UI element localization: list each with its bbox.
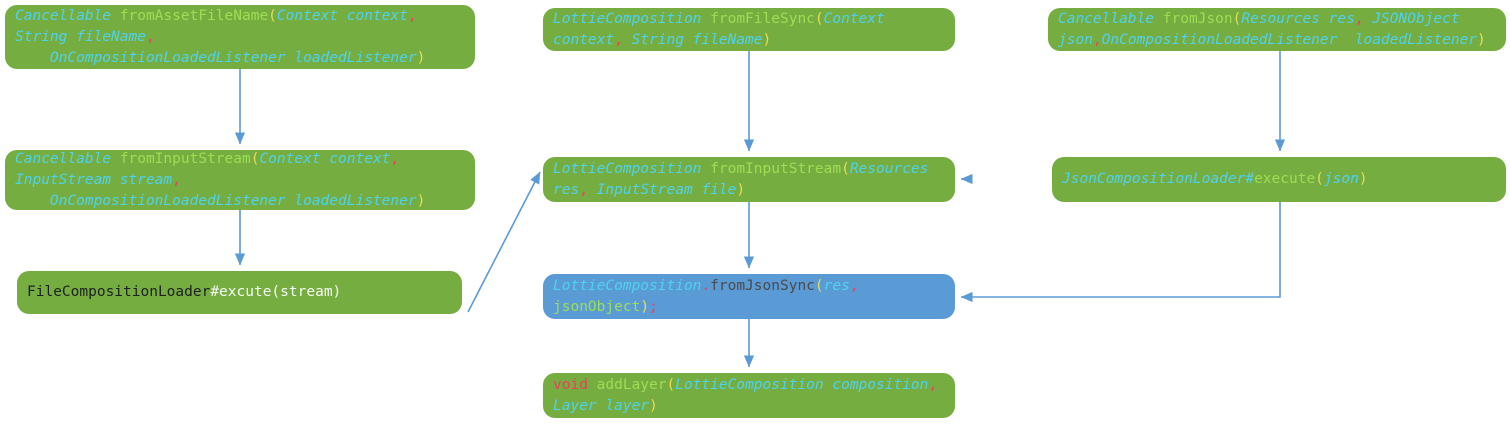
code-token: Cancellable	[1058, 10, 1155, 27]
node-add-layer[interactable]: void addLayer(LottieComposition composit…	[543, 373, 955, 418]
node-from-input-stream-composition-code: LottieComposition fromInputStream(Resour…	[543, 159, 955, 201]
code-token	[588, 377, 597, 393]
code-token	[701, 11, 710, 27]
code-token: )	[736, 181, 746, 198]
node-file-composition-loader-excute-code: FileCompositionLoader#excute(stream)	[17, 282, 462, 303]
code-token: Context context	[276, 7, 408, 24]
code-token: (	[814, 10, 824, 27]
code-token: ,	[407, 7, 417, 24]
code-token: json	[1323, 171, 1359, 187]
code-token	[15, 193, 50, 209]
node-add-layer-code: void addLayer(LottieComposition composit…	[543, 375, 955, 417]
code-token: ,	[145, 28, 155, 45]
code-token: String fileName	[15, 28, 146, 45]
code-token: addLayer	[596, 376, 667, 393]
node-json-composition-loader-execute-code: JsonCompositionLoader#execute(json)	[1052, 169, 1506, 190]
code-token: ,	[172, 171, 181, 188]
code-token: void	[553, 376, 588, 393]
code-token: InputStream file	[587, 181, 737, 198]
code-token: LottieComposition	[553, 277, 702, 294]
node-json-composition-loader-execute[interactable]: JsonCompositionLoader#execute(json)	[1052, 157, 1506, 202]
code-token: ,	[849, 277, 859, 294]
code-token: Resources res	[1241, 10, 1355, 27]
code-token: res	[553, 181, 580, 198]
code-token	[1154, 11, 1163, 27]
code-token: .	[701, 277, 711, 294]
code-token: )	[649, 397, 658, 414]
code-token: )	[1477, 31, 1486, 48]
code-token: ,	[928, 376, 938, 393]
code-token: FileCompositionLoader	[27, 284, 211, 300]
node-from-asset-file-name-code: Cancellable fromAssetFileName(Context co…	[5, 6, 475, 69]
code-token	[701, 161, 710, 177]
edge-fileloader-to-composition-inputstream	[467, 171, 541, 313]
code-token: res	[823, 277, 850, 294]
code-token: fromFileSync	[710, 10, 815, 27]
code-token: jsonObject	[553, 298, 641, 315]
node-from-json-sync-code: LottieComposition.fromJsonSync(res, json…	[543, 276, 955, 318]
code-token: String fileName	[622, 31, 763, 48]
code-token: LottieComposition	[553, 160, 702, 177]
code-token: Context context	[259, 150, 391, 167]
node-from-input-stream-cancellable[interactable]: Cancellable fromInputStream(Context cont…	[5, 150, 475, 210]
code-token: ,	[1354, 10, 1364, 27]
code-token: (	[666, 376, 676, 393]
code-token: JsonCompositionLoader#	[1062, 171, 1255, 187]
code-token: Cancellable	[15, 150, 112, 167]
code-token: #excute(stream)	[210, 284, 342, 300]
code-token: OnCompositionLoadedListener loadedListen…	[1101, 31, 1478, 48]
node-from-asset-file-name[interactable]: Cancellable fromAssetFileName(Context co…	[5, 5, 475, 69]
code-token: fromInputStream	[119, 150, 251, 167]
code-token: (	[1232, 10, 1242, 27]
code-token: ,	[390, 150, 400, 167]
code-token: JSONObject	[1363, 10, 1460, 27]
code-token: InputStream stream	[15, 171, 173, 188]
code-token: OnCompositionLoadedListener loadedListen…	[49, 49, 417, 66]
code-token: )	[416, 49, 426, 66]
code-token: (	[268, 7, 277, 24]
node-from-file-sync-code: LottieComposition fromFileSync(Context c…	[543, 9, 955, 51]
code-token: OnCompositionLoadedListener loadedListen…	[49, 192, 417, 209]
code-token: fromJsonSync	[710, 277, 815, 294]
code-token	[15, 50, 50, 66]
node-from-json-code: Cancellable fromJson(Resources res, JSON…	[1048, 9, 1506, 51]
code-token: fromAssetFileName	[119, 7, 269, 24]
code-token	[111, 8, 120, 24]
code-token: execute	[1254, 171, 1316, 187]
code-token: ,	[1092, 31, 1102, 48]
code-token: (	[814, 277, 824, 294]
node-from-file-sync[interactable]: LottieComposition fromFileSync(Context c…	[543, 8, 955, 51]
code-token: LottieComposition	[553, 10, 702, 27]
code-token: )	[762, 31, 772, 48]
code-token: Context	[823, 10, 885, 27]
code-token: )	[416, 192, 426, 209]
code-token: ,	[614, 31, 623, 48]
code-token: (	[1315, 171, 1324, 187]
code-token: (	[250, 150, 260, 167]
code-token: Resources	[849, 160, 929, 177]
code-token: json	[1058, 31, 1093, 48]
code-token: Layer layer	[553, 397, 650, 414]
node-from-json-sync[interactable]: LottieComposition.fromJsonSync(res, json…	[543, 274, 955, 319]
code-token: )	[640, 298, 650, 315]
code-token: context	[553, 31, 615, 48]
code-token: LottieComposition composition	[675, 376, 929, 393]
node-from-input-stream-cancellable-code: Cancellable fromInputStream(Context cont…	[5, 150, 475, 210]
code-token: ;	[649, 298, 658, 315]
code-token	[111, 151, 120, 167]
edge-jsonloader-to-jsonsync	[960, 202, 1281, 303]
code-token: Cancellable	[15, 7, 112, 24]
node-file-composition-loader-excute[interactable]: FileCompositionLoader#excute(stream)	[17, 271, 462, 314]
code-token: fromInputStream	[710, 160, 842, 177]
code-token: )	[1358, 171, 1368, 187]
node-from-json[interactable]: Cancellable fromJson(Resources res, JSON…	[1048, 8, 1506, 51]
code-token: ,	[579, 181, 588, 198]
node-from-input-stream-composition[interactable]: LottieComposition fromInputStream(Resour…	[543, 157, 955, 202]
code-token: fromJson	[1162, 10, 1233, 27]
code-token: (	[841, 160, 850, 177]
